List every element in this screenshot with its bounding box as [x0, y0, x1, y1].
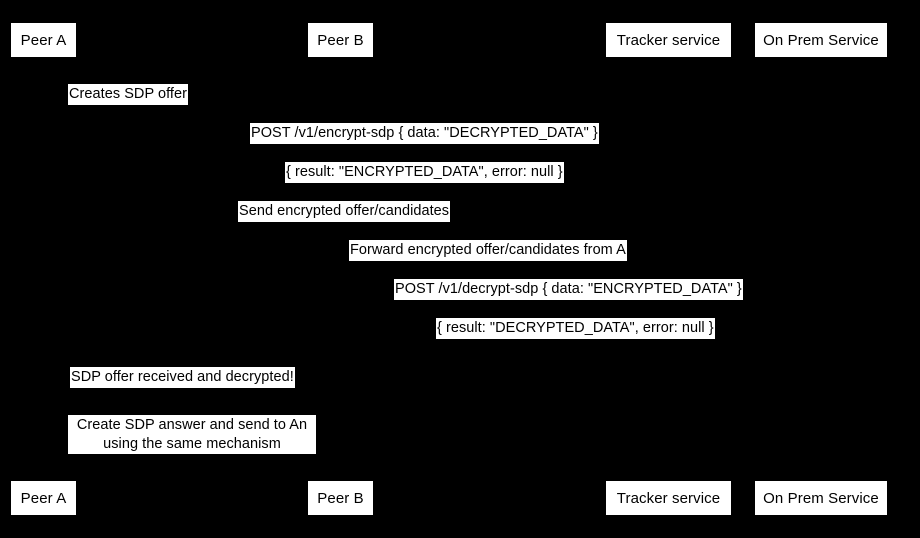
arrow-post-encrypt-sdp	[43, 150, 821, 151]
message-label-forward-encrypted-offer: Forward encrypted offer/candidates from …	[349, 240, 627, 261]
message-text: { result: "ENCRYPTED_DATA", error: null …	[286, 164, 563, 180]
arrow-post-decrypt-sdp	[340, 306, 821, 307]
message-text: { result: "DECRYPTED_DATA", error: null …	[437, 320, 714, 336]
participant-label: Peer B	[317, 31, 364, 49]
message-label-creates-sdp-offer: Creates SDP offer	[68, 84, 188, 105]
message-text: POST /v1/encrypt-sdp { data: "DECRYPTED_…	[251, 125, 598, 141]
lifeline-peer-a	[43, 58, 44, 480]
participant-label: Tracker service	[616, 489, 721, 507]
participant-label: On Prem Service	[763, 489, 879, 507]
message-text: Creates SDP offer	[69, 86, 187, 102]
lifeline-peer-b	[340, 58, 341, 480]
message-text: Send encrypted offer/candidates	[239, 203, 450, 219]
participant-label: Peer A	[20, 489, 67, 507]
participant-footer-peer-b[interactable]: Peer B	[307, 480, 374, 516]
participant-header-on-prem-service[interactable]: On Prem Service	[754, 22, 888, 58]
message-label-encrypt-sdp-result: { result: "ENCRYPTED_DATA", error: null …	[285, 162, 564, 183]
participant-header-peer-b[interactable]: Peer B	[307, 22, 374, 58]
participant-label: Peer B	[317, 489, 364, 507]
message-label-sdp-offer-received: SDP offer received and decrypted!	[70, 367, 295, 388]
participant-label: Peer A	[20, 31, 67, 49]
participant-header-peer-a[interactable]: Peer A	[10, 22, 77, 58]
message-label-post-encrypt-sdp: POST /v1/encrypt-sdp { data: "DECRYPTED_…	[250, 123, 599, 144]
message-text: Forward encrypted offer/candidates from …	[350, 242, 626, 258]
participant-label: On Prem Service	[763, 31, 879, 49]
arrow-create-sdp-answer	[43, 460, 340, 461]
arrow-decrypt-sdp-result	[340, 345, 821, 346]
lifeline-on-prem-service	[821, 58, 822, 480]
message-label-create-sdp-answer: Create SDP answer and send to An using t…	[68, 415, 316, 454]
message-label-send-encrypted-offer: Send encrypted offer/candidates	[238, 201, 451, 222]
participant-footer-peer-a[interactable]: Peer A	[10, 480, 77, 516]
arrow-send-encrypted-offer	[43, 228, 668, 229]
arrow-sdp-offer-received	[316, 380, 340, 381]
message-text: SDP offer received and decrypted!	[71, 369, 294, 385]
participant-footer-on-prem-service[interactable]: On Prem Service	[754, 480, 888, 516]
arrow-creates-sdp-offer	[43, 96, 68, 97]
message-text: POST /v1/decrypt-sdp { data: "ENCRYPTED_…	[395, 281, 742, 297]
message-label-decrypt-sdp-result: { result: "DECRYPTED_DATA", error: null …	[436, 318, 715, 339]
lifeline-tracker-service	[668, 58, 669, 480]
participant-footer-tracker-service[interactable]: Tracker service	[605, 480, 732, 516]
message-label-post-decrypt-sdp: POST /v1/decrypt-sdp { data: "ENCRYPTED_…	[394, 279, 743, 300]
arrow-encrypt-sdp-result	[43, 189, 821, 190]
participant-label: Tracker service	[616, 31, 721, 49]
participant-header-tracker-service[interactable]: Tracker service	[605, 22, 732, 58]
arrow-forward-encrypted-offer	[340, 267, 668, 268]
message-text: Create SDP answer and send to An using t…	[76, 417, 308, 452]
